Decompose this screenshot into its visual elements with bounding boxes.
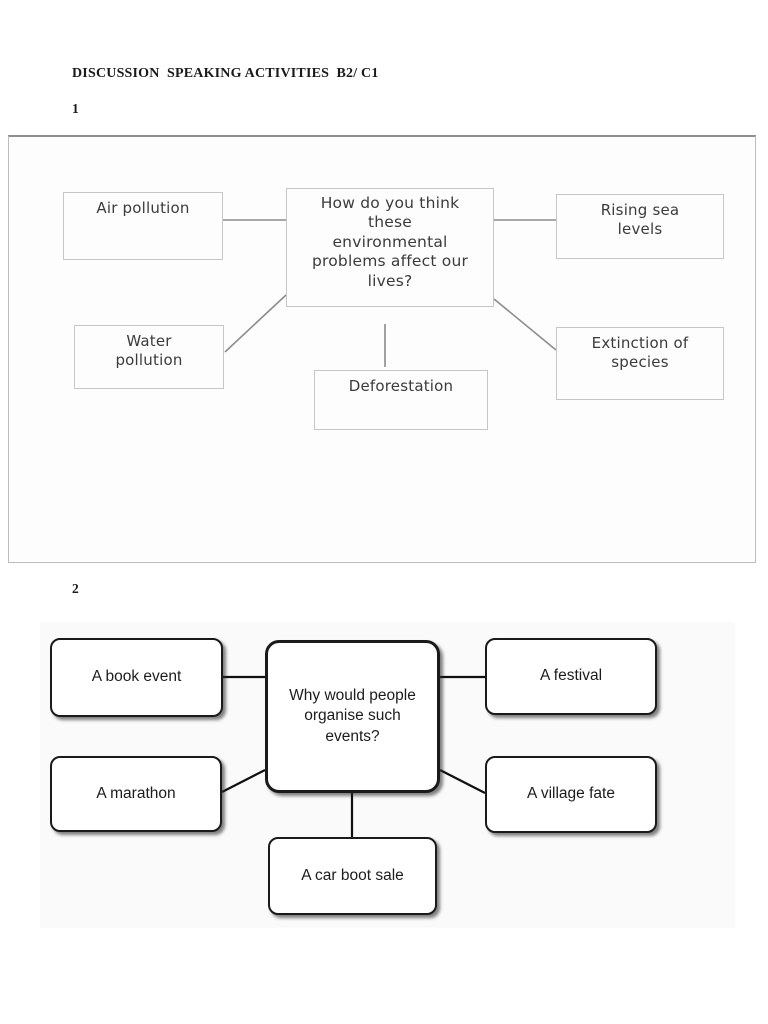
node-label-line: Rising sea xyxy=(600,201,680,219)
node-label-line: Extinction of xyxy=(591,334,689,352)
section-1-label: 1 xyxy=(72,101,79,116)
node-label-line: organise such xyxy=(304,707,401,725)
node-air-pollution: Air pollution xyxy=(63,192,223,260)
node-label: A car boot sale xyxy=(301,866,404,884)
node-festival: A festival xyxy=(485,638,657,715)
node-label: Deforestation xyxy=(348,377,454,395)
node-central-question: Why would people organise such events? xyxy=(265,640,440,793)
node-marathon: A marathon xyxy=(50,756,222,832)
node-label-line: Why would people xyxy=(289,687,416,705)
diagram-environmental-problems: Air pollution How do you think these env… xyxy=(8,135,756,563)
node-label: A festival xyxy=(539,667,603,685)
node-book-event: A book event xyxy=(50,638,223,717)
node-central-question: How do you think these environmental pro… xyxy=(286,188,494,307)
node-label-line: these xyxy=(367,213,413,232)
node-label: A marathon xyxy=(96,784,176,802)
node-village-fate: A village fate xyxy=(485,756,657,833)
node-label-line: levels xyxy=(617,219,663,238)
node-car-boot-sale: A car boot sale xyxy=(268,837,437,915)
node-water-pollution: Water pollution xyxy=(74,325,224,389)
node-label-line: events? xyxy=(325,727,380,745)
node-label-line: environmental xyxy=(332,232,448,251)
section-2-label: 2 xyxy=(72,581,79,596)
node-label-line: lives? xyxy=(367,271,413,290)
diagram-organised-events: A book event Why would people organise s… xyxy=(40,622,735,928)
node-label-line: species xyxy=(611,352,669,371)
node-extinction-of-species: Extinction of species xyxy=(556,327,724,400)
node-label: Air pollution xyxy=(96,199,190,217)
node-label: A book event xyxy=(91,668,182,686)
node-label-line: Water xyxy=(126,332,172,350)
node-label: A village fate xyxy=(527,785,615,803)
node-rising-sea-levels: Rising sea levels xyxy=(556,194,724,259)
node-label-line: How do you think xyxy=(320,194,460,212)
node-label-line: pollution xyxy=(115,350,183,369)
page-title: DISCUSSION SPEAKING ACTIVITIES B2/ C1 xyxy=(72,66,379,81)
node-label-line: problems affect our xyxy=(311,252,469,271)
node-deforestation: Deforestation xyxy=(314,370,488,430)
